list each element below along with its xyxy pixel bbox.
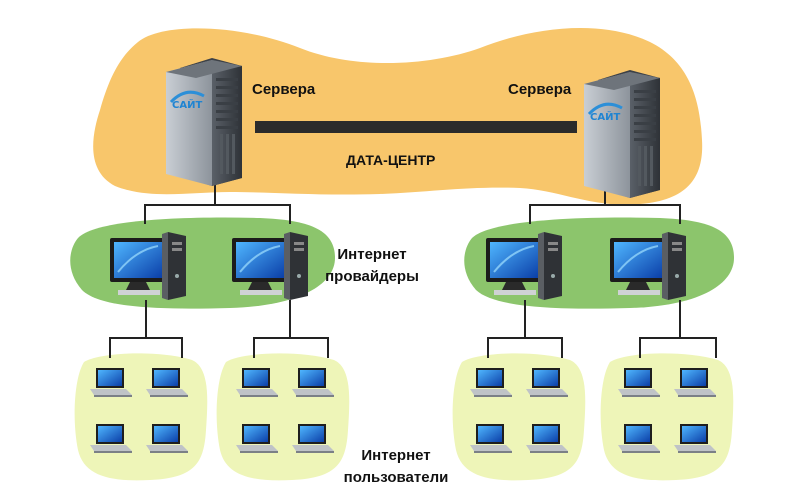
user-zone-2 bbox=[216, 353, 350, 481]
server-logo-left: САЙТ bbox=[172, 98, 202, 111]
server-tower-icon: САЙТ bbox=[164, 56, 244, 188]
label-users-line1: Интернет bbox=[361, 447, 430, 464]
datacenter-link-bar bbox=[255, 121, 577, 133]
label-servers-left: Сервера bbox=[252, 81, 316, 98]
label-servers-right: Сервера bbox=[508, 81, 572, 98]
user-zone-4 bbox=[600, 353, 734, 481]
label-providers-line2: провайдеры bbox=[325, 268, 419, 285]
label-providers-line1: Интернет bbox=[337, 246, 406, 263]
datacenter-zone bbox=[93, 27, 703, 205]
server-tower-icon: САЙТ bbox=[582, 68, 662, 200]
label-data-center: ДАТА-ЦЕНТР bbox=[346, 152, 435, 168]
user-zone-3 bbox=[452, 353, 586, 481]
server-logo-right: САЙТ bbox=[590, 110, 620, 123]
user-zone-1 bbox=[74, 353, 208, 481]
label-users-line2: пользователи bbox=[344, 469, 449, 486]
